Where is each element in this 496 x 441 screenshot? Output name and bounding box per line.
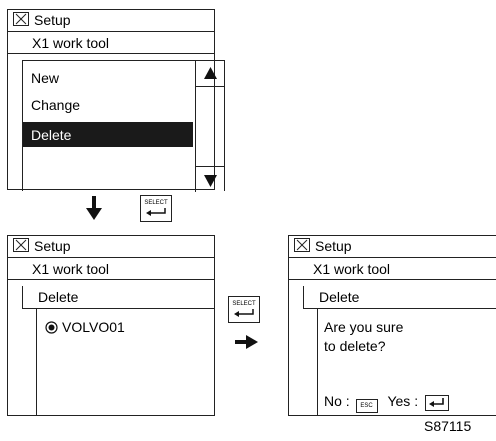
subtitle-text: X1 work tool — [32, 261, 110, 277]
screen-header: Setup — [8, 236, 214, 258]
confirm-message: Are you sure to delete? — [324, 318, 494, 356]
esc-key-icon: ESC — [355, 399, 378, 413]
header-title: Setup — [315, 238, 352, 254]
radio-option-volvo01[interactable]: VOLVO01 — [45, 318, 205, 338]
close-icon[interactable] — [294, 238, 310, 252]
menu-item-delete[interactable]: Delete — [23, 122, 193, 147]
screen-header: Setup — [289, 236, 496, 258]
enter-icon — [234, 309, 254, 317]
no-label: No : — [324, 393, 350, 409]
menu-item-change[interactable]: Change — [31, 97, 81, 113]
screen-3-delete-confirm: Setup X1 work tool Delete Are you sure t… — [288, 235, 496, 416]
yes-option[interactable]: Yes : — [387, 393, 449, 411]
select-key-label: SELECT — [232, 301, 256, 307]
confirm-dialog: Are you sure to delete? No : ESC Yes : — [317, 309, 496, 416]
confirm-line-2: to delete? — [324, 338, 386, 354]
header-title: Setup — [34, 238, 71, 254]
scroll-down-button[interactable] — [196, 166, 225, 192]
header-title: Setup — [34, 12, 71, 28]
scroll-up-button[interactable] — [196, 61, 225, 87]
arrow-right-icon — [235, 335, 258, 349]
select-key-1: SELECT — [140, 195, 172, 222]
arrow-down-icon — [86, 196, 102, 220]
no-option[interactable]: No : ESC — [324, 393, 381, 413]
radio-label: VOLVO01 — [62, 319, 125, 335]
subtitle-text: X1 work tool — [32, 35, 110, 51]
select-key-label: SELECT — [144, 200, 168, 206]
radio-selected-icon — [45, 321, 58, 334]
item-list: VOLVO01 — [36, 309, 214, 416]
tool-subtitle: X1 work tool — [289, 258, 496, 280]
close-icon[interactable] — [13, 12, 29, 26]
menu-list: New Change Delete — [22, 60, 225, 192]
scrollbar[interactable] — [195, 61, 225, 192]
panel-title: Delete — [319, 289, 360, 305]
confirm-actions: No : ESC Yes : — [324, 392, 496, 413]
tool-subtitle: X1 work tool — [8, 32, 214, 54]
panel-title-bar: Delete — [22, 286, 214, 309]
panel-title: Delete — [38, 289, 79, 305]
screen-2-delete-select: Setup X1 work tool Delete VOLVO01 — [7, 235, 215, 416]
confirm-line-1: Are you sure — [324, 319, 404, 335]
menu-item-new[interactable]: New — [31, 70, 60, 86]
triangle-up-icon — [204, 67, 217, 79]
screen-header: Setup — [8, 10, 214, 32]
triangle-down-icon — [204, 175, 217, 187]
close-icon[interactable] — [13, 238, 29, 252]
select-key-2: SELECT — [228, 296, 260, 323]
subtitle-text: X1 work tool — [313, 261, 391, 277]
panel-title-bar: Delete — [303, 286, 496, 309]
tool-subtitle: X1 work tool — [8, 258, 214, 280]
screen-1-setup-menu: Setup X1 work tool New Change Delete — [7, 9, 225, 192]
enter-key-icon — [424, 395, 449, 411]
enter-icon — [428, 398, 444, 407]
enter-icon — [146, 208, 166, 216]
figure-id: S87115 — [424, 418, 472, 434]
yes-label: Yes : — [387, 393, 419, 409]
